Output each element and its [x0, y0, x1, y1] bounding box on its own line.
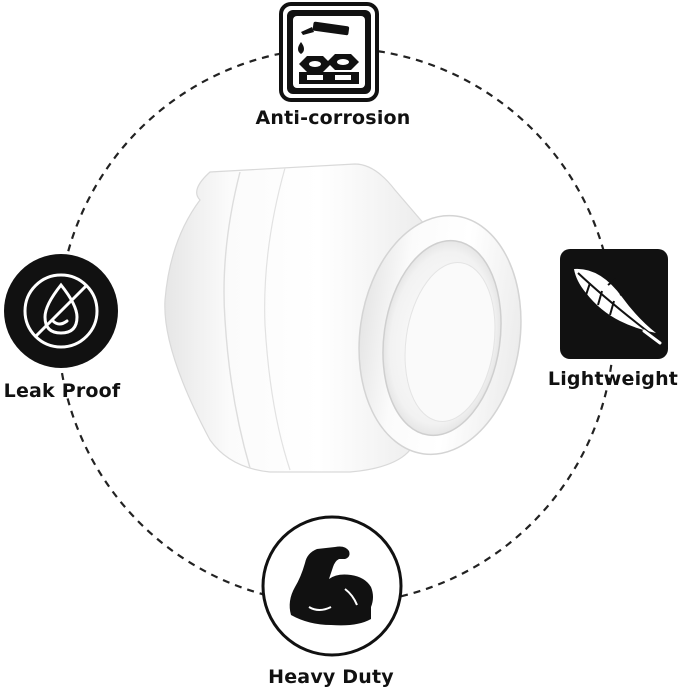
no-water-drop-icon: [4, 254, 118, 368]
lightweight-label: Lightweight: [547, 368, 679, 390]
anti-corrosion-label: Anti-corrosion: [255, 107, 411, 129]
corrosion-icon: [279, 2, 379, 102]
pvc-reducer-coupling-image: [164, 163, 522, 473]
leak-proof-label: Leak Proof: [3, 380, 121, 402]
heavy-duty-label: Heavy Duty: [268, 666, 394, 688]
flexed-arm-icon: [261, 515, 403, 657]
feather-icon: [560, 249, 668, 359]
